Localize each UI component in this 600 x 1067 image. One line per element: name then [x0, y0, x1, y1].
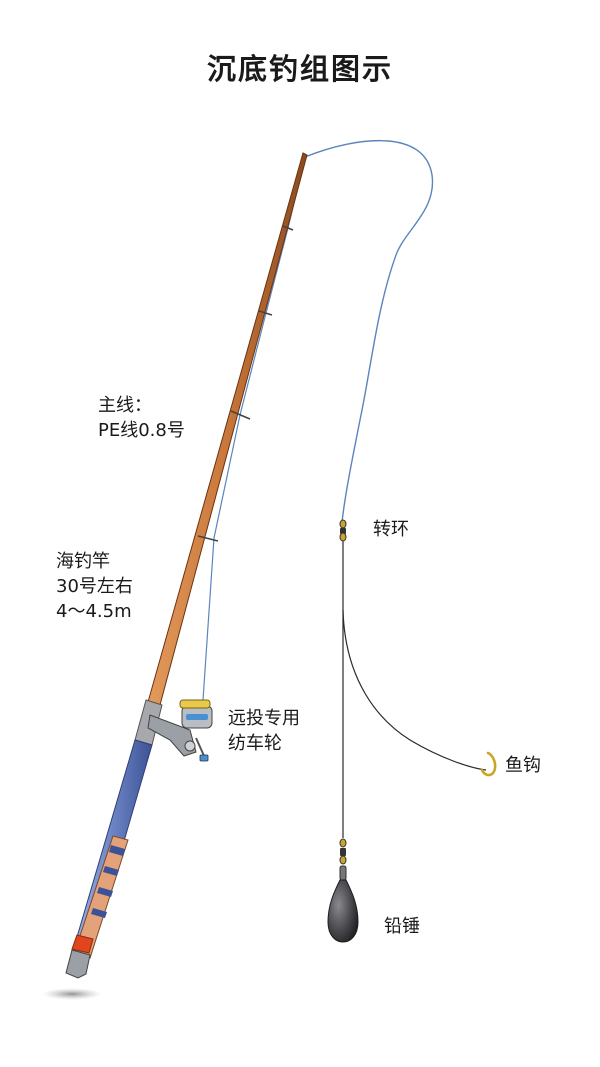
rod-label-line2: 30号左右 [56, 576, 133, 597]
main-line-label-line1: 主线： [98, 395, 152, 416]
hook-line [342, 609, 487, 771]
swivel-label: 转环 [373, 519, 409, 540]
sinker-label: 铅锤 [384, 916, 420, 937]
main-line-label: 主线： PE线0.8号 [98, 393, 185, 443]
butt-cap [65, 949, 91, 979]
main-line [304, 139, 434, 523]
rod-grip [73, 835, 129, 959]
rod-label-line3: 4～4.5m [56, 601, 132, 622]
sinker-swivel [339, 838, 347, 881]
hook-label: 鱼钩 [505, 755, 541, 776]
main-line-label-line2: PE线0.8号 [98, 420, 185, 441]
rod-label: 海钓竿 30号左右 4～4.5m [56, 549, 133, 624]
guide-line [202, 156, 306, 701]
butt-ring [71, 934, 94, 954]
spinning-reel [147, 699, 213, 762]
reel-label-line2: 纺车轮 [228, 733, 282, 754]
sinker [327, 879, 359, 943]
rod-shadow [42, 988, 102, 1000]
grip-stripes [91, 845, 125, 918]
swivel [339, 519, 347, 542]
reel-label-line1: 远投专用 [228, 708, 300, 729]
rod-label-line1: 海钓竿 [56, 551, 110, 572]
page-title: 沉底钓组图示 [206, 52, 393, 86]
hook [480, 751, 497, 777]
rod-guides [197, 225, 294, 542]
reel-label: 远投专用 纺车轮 [228, 706, 300, 756]
